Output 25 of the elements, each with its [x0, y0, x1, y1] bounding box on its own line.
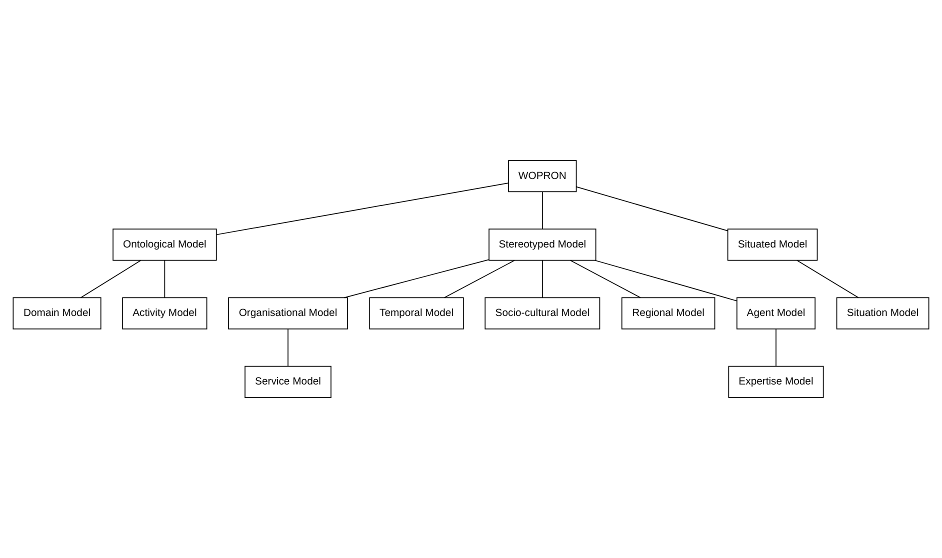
node-box: Service Model [244, 366, 332, 398]
node-box: Agent Model [736, 297, 816, 330]
node-box: WOPRON [508, 160, 577, 192]
node-box: Situation Model [836, 297, 930, 330]
node-box: Domain Model [12, 297, 102, 330]
connector [542, 191, 543, 230]
node-box: Activity Model [122, 297, 208, 330]
connector [344, 259, 490, 298]
node-box: Temporal Model [369, 297, 464, 330]
node-box: Expertise Model [728, 366, 824, 398]
node-box: Socio-cultural Model [484, 297, 600, 330]
node-box: Stereotyped Model [488, 228, 596, 261]
connector [164, 260, 166, 298]
connector [594, 260, 738, 302]
connector [80, 260, 142, 298]
node-box: Regional Model [621, 297, 716, 330]
node-box: Organisational Model [228, 297, 348, 330]
connector [570, 260, 641, 298]
node-box: Ontological Model [112, 228, 217, 261]
node-box: Situated Model [727, 228, 818, 261]
connector [216, 182, 509, 236]
connector [796, 260, 859, 298]
connector [542, 260, 543, 298]
connector [444, 260, 515, 298]
connector [576, 186, 728, 232]
